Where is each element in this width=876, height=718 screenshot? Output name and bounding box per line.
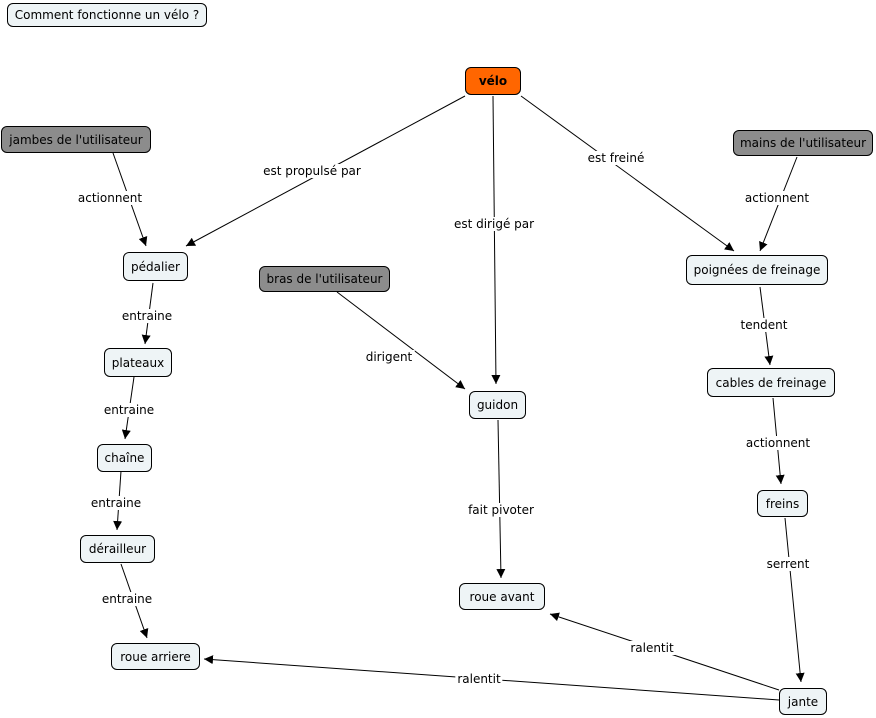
node-bras[interactable]: bras de l'utilisateur: [259, 266, 390, 292]
node-derailleur[interactable]: dérailleur: [80, 535, 155, 563]
node-guidon[interactable]: guidon: [469, 391, 526, 419]
edge-label-chaine-to-derailleur: entraine: [88, 496, 144, 510]
edge-freins-to-jante: [784, 517, 805, 683]
edge-label-derailleur-to-roue_arriere: entraine: [99, 592, 155, 606]
edge-velo-to-poignees: [520, 95, 735, 252]
edge-bras-to-guidon: [336, 291, 466, 390]
edge-label-plateaux-to-chaine: entraine: [101, 403, 157, 417]
edge-label-pedalier-to-plateaux: entraine: [119, 309, 175, 323]
map-title: Comment fonctionne un vélo ?: [7, 3, 207, 27]
edge-guidon-to-roue_avant: [496, 419, 506, 579]
node-poignees[interactable]: poignées de freinage: [686, 255, 828, 285]
edge-velo-to-guidon: [491, 95, 501, 385]
node-jambes[interactable]: jambes de l'utilisateur: [1, 126, 151, 153]
node-velo[interactable]: vélo: [465, 67, 521, 95]
node-mains[interactable]: mains de l'utilisateur: [733, 130, 873, 156]
edge-label-guidon-to-roue_avant: fait pivoter: [466, 503, 536, 517]
edge-label-poignees-to-cables: tendent: [738, 318, 790, 332]
edge-label-freins-to-jante: serrent: [764, 557, 812, 571]
node-chaine[interactable]: chaîne: [97, 444, 152, 472]
edge-label-bras-to-guidon: dirigent: [363, 350, 415, 364]
node-freins[interactable]: freins: [757, 490, 808, 517]
edge-label-velo-to-guidon: est dirigé par: [451, 217, 537, 231]
edge-label-velo-to-poignees: est freiné: [585, 151, 647, 165]
node-pedalier[interactable]: pédalier: [123, 252, 188, 281]
node-roue-avant[interactable]: roue avant: [459, 583, 545, 610]
node-cables[interactable]: cables de freinage: [707, 368, 835, 397]
edge-label-jambes-to-pedalier: actionnent: [75, 191, 145, 205]
edge-label-velo-to-pedalier: est propulsé par: [261, 164, 363, 178]
edge-label-jante-to-roue_arriere: ralentit: [455, 672, 503, 686]
edge-label-cables-to-freins: actionnent: [743, 436, 813, 450]
node-roue-arriere[interactable]: roue arriere: [111, 643, 200, 670]
node-jante[interactable]: jante: [779, 688, 827, 715]
edge-label-jante-to-roue_avant: ralentit: [628, 641, 676, 655]
node-plateaux[interactable]: plateaux: [104, 348, 172, 377]
edge-label-mains-to-poignees: actionnent: [742, 191, 812, 205]
